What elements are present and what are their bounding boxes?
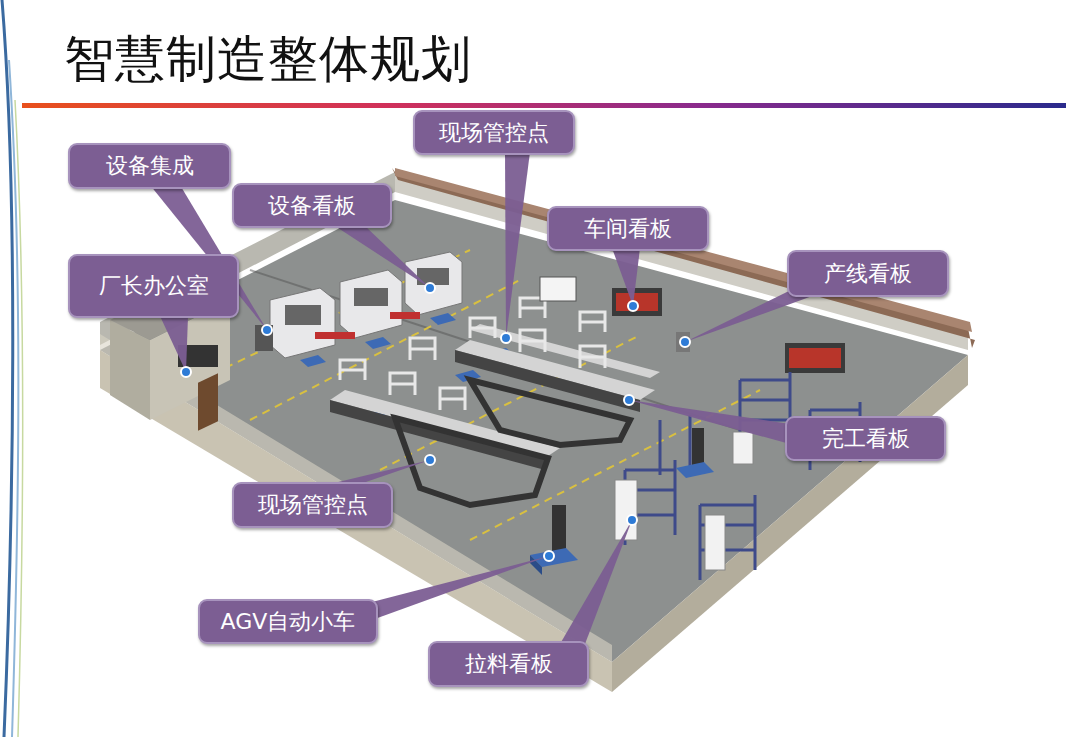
callout-text: 厂长办公室 bbox=[99, 271, 209, 301]
title-rule bbox=[22, 103, 1066, 108]
target-dots bbox=[181, 283, 690, 561]
slide-title: 智慧制造整体规划 bbox=[64, 26, 472, 93]
factory-building bbox=[100, 168, 975, 692]
callout-box: 设备看板 bbox=[232, 183, 392, 228]
callout-box: 完工看板 bbox=[785, 416, 946, 461]
callout-text: 拉料看板 bbox=[465, 649, 553, 679]
callout-box: 车间看板 bbox=[547, 206, 709, 251]
callout-text: 现场管控点 bbox=[258, 490, 368, 520]
callout-box: AGV自动小车 bbox=[198, 599, 378, 644]
callout-text: 产线看板 bbox=[824, 259, 912, 289]
callout-box: 厂长办公室 bbox=[68, 254, 239, 318]
callout-text: 设备看板 bbox=[268, 191, 356, 221]
callout-text: 车间看板 bbox=[584, 214, 672, 244]
callout-text: AGV自动小车 bbox=[221, 607, 356, 637]
leader-lines bbox=[150, 152, 815, 644]
callout-box: 设备集成 bbox=[68, 143, 231, 189]
callout-text: 设备集成 bbox=[106, 151, 194, 181]
side-decoration bbox=[2, 0, 23, 737]
callout-text: 完工看板 bbox=[822, 424, 910, 454]
callout-box: 现场管控点 bbox=[413, 110, 575, 155]
callout-text: 现场管控点 bbox=[439, 118, 549, 148]
callout-box: 产线看板 bbox=[787, 250, 949, 297]
callout-box: 拉料看板 bbox=[428, 641, 589, 687]
callout-box: 现场管控点 bbox=[232, 482, 393, 528]
